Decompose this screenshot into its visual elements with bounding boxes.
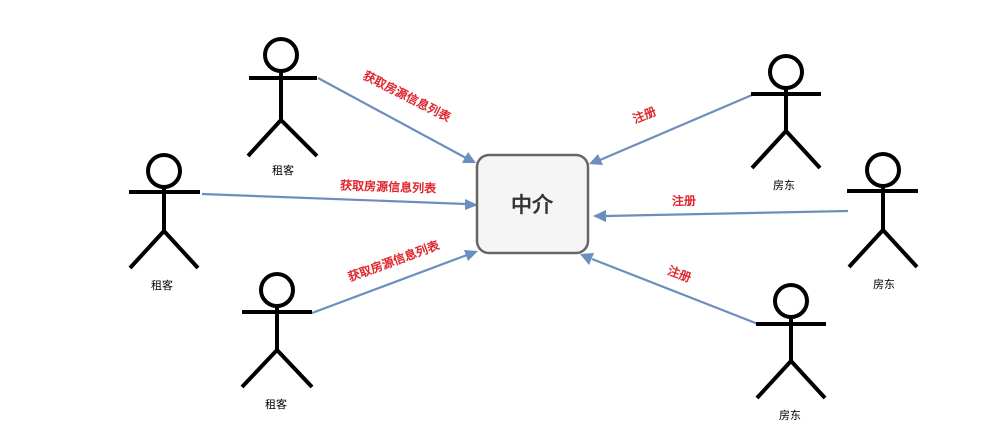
- actor-label-landlord-top: 房东: [773, 179, 795, 192]
- edge-landlord-bottom: [580, 253, 759, 326]
- edge-tenant-bottom: [311, 250, 478, 315]
- actor-landlord-bottom: [755, 283, 827, 400]
- actor-landlord-mid: [847, 152, 919, 269]
- edge-label-tenant-bottom: 获取房源信息列表: [345, 237, 442, 285]
- edge-label-landlord-top: 注册: [630, 103, 658, 126]
- edge-landlord-mid: [593, 209, 849, 222]
- actor-tenant-bottom: [240, 272, 314, 389]
- edge-label-landlord-bottom: 注册: [666, 263, 694, 285]
- edge-landlord-top: [589, 93, 753, 165]
- edge-tenant-top: [317, 77, 476, 163]
- actor-tenant-top: [246, 37, 319, 158]
- actor-label-landlord-mid: 房东: [873, 278, 895, 291]
- actor-label-tenant-mid: 租客: [151, 278, 173, 292]
- actor-tenant-mid: [128, 153, 200, 270]
- edge-label-tenant-mid: 获取房源信息列表: [339, 177, 437, 195]
- actor-landlord-top: [750, 54, 822, 170]
- center-node: 中介: [475, 153, 590, 255]
- edge-label-tenant-top: 获取房源信息列表: [360, 67, 454, 125]
- edge-label-landlord-mid: 注册: [672, 193, 696, 208]
- actor-label-tenant-bottom: 租客: [265, 397, 287, 411]
- actor-label-tenant-top: 租客: [272, 163, 294, 177]
- center-node-label: 中介: [511, 193, 554, 217]
- edge-tenant-mid: [201, 192, 478, 210]
- actor-label-landlord-bottom: 房东: [779, 409, 801, 422]
